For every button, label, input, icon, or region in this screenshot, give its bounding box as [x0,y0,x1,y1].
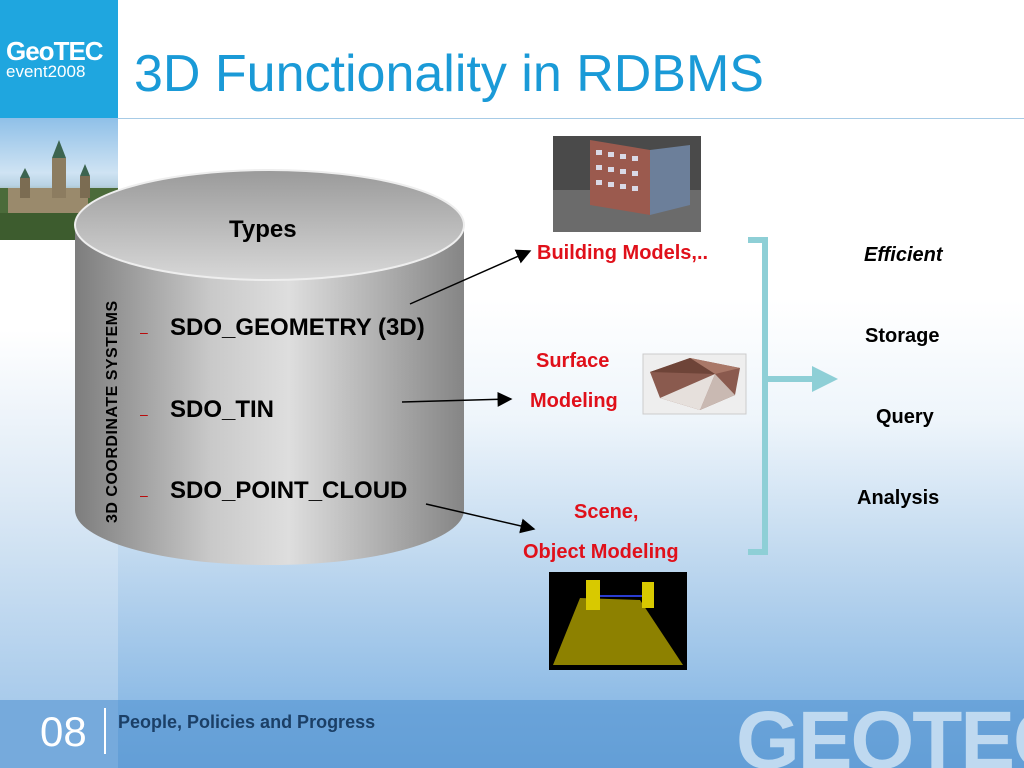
title-divider [118,118,1024,119]
footer-band [0,700,1024,768]
database-cylinder [74,169,465,565]
type-item-sdo-geometry: SDO_GEOMETRY (3D) [170,314,425,341]
footer-divider [104,708,106,754]
scene-label: Scene, [574,501,639,523]
page-number: 08 [40,708,87,755]
surface-label: Surface [536,350,610,372]
storage-label: Storage [865,325,940,347]
grouping-bracket [748,237,838,555]
point-cloud-image [549,572,687,670]
bullet-marker: – [140,324,148,340]
logo-top-text: GeoTEC [6,36,104,66]
geotec-watermark: GEOTEC [736,695,1024,768]
modeling-label: Modeling [530,390,618,412]
type-item-sdo-tin: SDO_TIN [170,396,275,423]
tin-surface-image [642,353,747,415]
analysis-label: Analysis [857,487,940,509]
efficient-label: Efficient [864,244,943,266]
diagram-arrows [401,249,536,534]
type-item-sdo-point-cloud: SDO_POINT_CLOUD [170,477,408,504]
bullet-marker: – [140,487,148,503]
building-models-label: Building Models,.. [537,242,709,264]
page-title: 3D Functionality in RDBMS [134,45,764,103]
footer-tagline: People, Policies and Progress [118,712,376,732]
vertical-label: 3D COORDINATE SYSTEMS [104,300,121,523]
object-modeling-label: Object Modeling [523,541,679,563]
bullet-marker: – [140,406,148,422]
geotec-logo: GeoTEC event2008 [0,0,118,118]
building-image [553,136,701,232]
logo-bottom-text: event2008 [6,62,86,81]
query-label: Query [876,406,934,428]
cylinder-heading: Types [229,216,297,243]
